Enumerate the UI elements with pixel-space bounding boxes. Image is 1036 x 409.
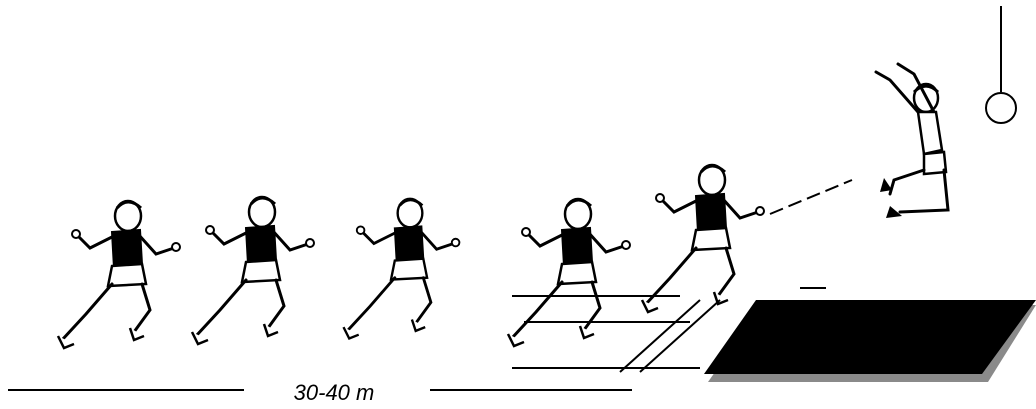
runner-1	[58, 201, 180, 348]
sand-pit	[704, 300, 1036, 382]
distance-label: 30-40 m	[264, 380, 404, 406]
runner-4	[508, 199, 630, 346]
jumper-in-flight	[876, 64, 948, 218]
stand-with-ring	[986, 6, 1016, 123]
runner-3	[344, 199, 460, 339]
jump-trajectory	[770, 180, 852, 214]
runner-2	[192, 197, 314, 344]
runner-5	[642, 165, 764, 312]
